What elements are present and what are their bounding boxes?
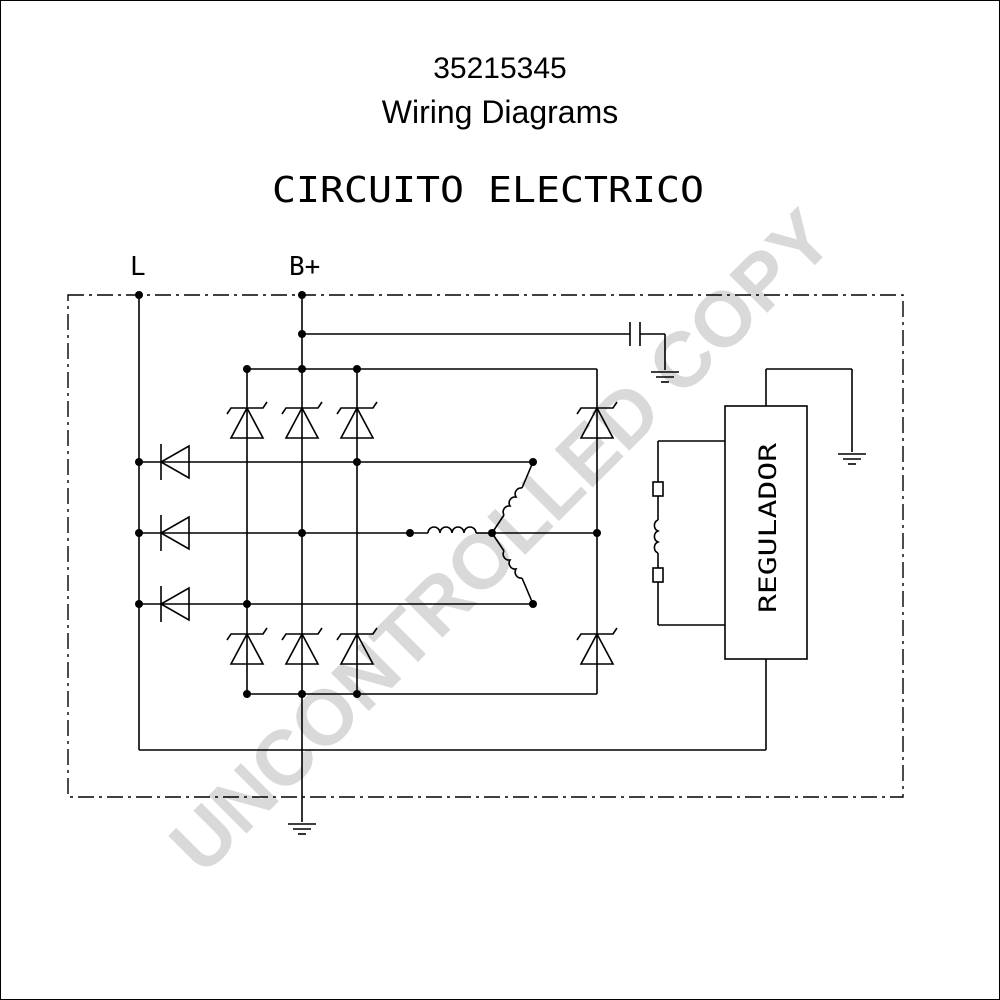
page-title: Wiring Diagrams — [381, 94, 619, 130]
regulator-box — [724, 405, 808, 660]
housing-outline — [67, 294, 904, 798]
chassis-ground-icon — [287, 823, 317, 835]
part-number: 35215345 — [433, 52, 567, 85]
regulator-ground-icon — [837, 453, 867, 465]
circuit-wiring — [138, 295, 853, 822]
regulator-label: REGULADOR — [754, 442, 782, 613]
terminal-b-plus-label: B+ — [289, 252, 320, 282]
junction-dots — [135, 291, 601, 698]
terminal-l-label: L — [130, 252, 146, 282]
circuit-caption: CIRCUITO ELECTRICO — [272, 170, 704, 211]
